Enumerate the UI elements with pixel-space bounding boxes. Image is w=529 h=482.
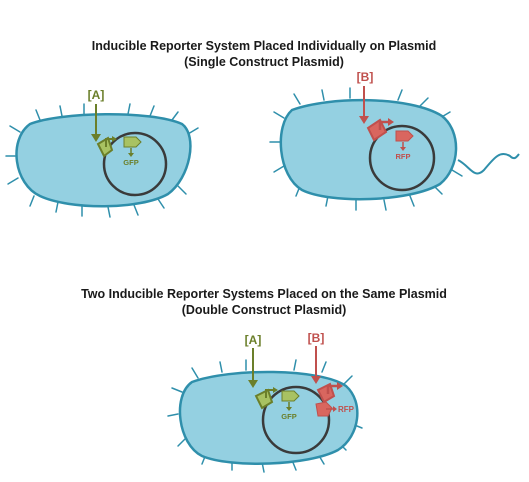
cell-double-gfp-gene [281,390,300,402]
cell-double-pili [167,359,363,473]
cell-b-bacterium: [B] RFP [269,70,520,211]
cell-double-operator-b [316,382,336,404]
cell-a-gfp-gene [123,136,142,148]
cell-double-gene-a-label: GFP [281,412,296,421]
cell-double-rfp-gene [315,401,333,417]
cell-b-promoter-icon [378,120,389,130]
cell-double-bacterium: [A] GFP [B] RFP [167,331,363,473]
cell-b-rfp-gene [395,130,414,142]
cell-a-gene-label: GFP [123,158,138,167]
cell-a-plasmid [102,131,168,197]
cell-a-promoter-icon [105,138,113,147]
cell-b-operator [366,118,388,142]
cell-b-flagellum [457,152,520,175]
cell-double-inducer-b-label: [B] [308,331,325,345]
cell-b-membrane [279,98,458,201]
cell-double-inducer-a-label: [A] [245,333,262,347]
cell-b-plasmid [368,124,436,192]
cell-a-bacterium: [A] GFP [5,88,199,218]
section-double-title: Two Inducible Reporter Systems Placed on… [81,287,447,301]
cell-a-inducer-arrowhead [91,134,101,142]
cell-b-gene-label: RFP [396,152,411,161]
cell-a-pili [5,103,199,218]
cell-double-plasmid [261,385,331,455]
cell-double-operator-a [254,388,274,410]
cell-b-inducer-label: [B] [357,70,374,84]
section-single-title: Inducible Reporter System Placed Individ… [92,39,437,53]
section-double-subtitle: (Double Construct Plasmid) [182,303,347,317]
cell-double-membrane [178,370,359,465]
cell-b-inducer-arrowhead [359,116,369,124]
cell-double-gene-b-label: RFP [338,405,355,414]
cell-a-inducer-label: [A] [88,88,105,102]
section-single-subtitle: (Single Construct Plasmid) [184,55,344,69]
